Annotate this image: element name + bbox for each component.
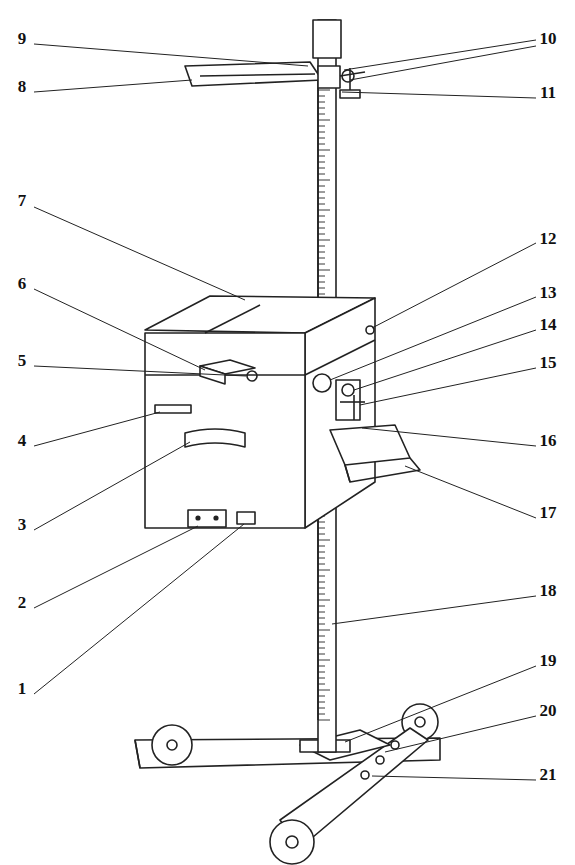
scale-tick: [318, 624, 325, 625]
scale-tick: [318, 666, 325, 667]
callout-number: 11: [540, 84, 556, 101]
scale-tick: [318, 600, 330, 601]
scale-tick: [318, 210, 330, 211]
scale-tick: [318, 684, 325, 685]
scale-tick: [318, 258, 325, 259]
scale-tick: [318, 132, 325, 133]
scale-tick: [318, 546, 325, 547]
callout-number: 19: [540, 652, 557, 669]
scale-tick: [318, 552, 325, 553]
callout-number: 8: [18, 78, 27, 95]
scale-tick: [318, 294, 325, 295]
scale-tick: [318, 708, 325, 709]
scale-tick: [318, 162, 325, 163]
scale-tick: [318, 528, 325, 529]
callout-number: 5: [18, 352, 27, 369]
callout-number: 15: [540, 354, 557, 371]
scale-tick: [318, 168, 325, 169]
scale-tick: [318, 204, 325, 205]
callout-number: 2: [18, 594, 27, 611]
scale-tick: [318, 144, 325, 145]
scale-tick: [318, 588, 325, 589]
scale-tick: [318, 678, 325, 679]
callout-number: 4: [18, 432, 27, 449]
scale-tick: [318, 252, 325, 253]
callout-number: 20: [540, 702, 557, 719]
light-box: [145, 296, 375, 528]
scale-tick: [318, 660, 330, 661]
scale-tick: [318, 96, 325, 97]
scale-tick: [318, 198, 325, 199]
scale-tick: [318, 630, 330, 631]
scale-tick: [318, 534, 325, 535]
scale-tick: [318, 714, 325, 715]
scale-tick: [318, 594, 325, 595]
scale-tick: [318, 618, 325, 619]
callout-number: 3: [18, 516, 27, 533]
scale-tick: [318, 264, 325, 265]
scale-tick: [318, 120, 330, 121]
scale-tick: [318, 126, 325, 127]
scale-tick: [318, 636, 325, 637]
scale-tick: [318, 612, 325, 613]
scale-tick: [318, 216, 325, 217]
scale-tick: [318, 570, 330, 571]
callout-number: 16: [540, 432, 557, 449]
leader-lines: [34, 40, 536, 780]
scale-tick: [318, 540, 330, 541]
scale-tick: [318, 696, 325, 697]
scale-tick: [318, 654, 325, 655]
scale-tick: [318, 582, 325, 583]
scale-tick: [318, 276, 325, 277]
scale-tick: [318, 648, 325, 649]
scale-tick: [318, 174, 325, 175]
callout-number: 6: [18, 275, 27, 292]
callout-number: 10: [540, 30, 557, 47]
scale-tick: [318, 606, 325, 607]
scale-tick: [318, 138, 325, 139]
callout-number: 18: [540, 582, 557, 599]
scale-tick: [318, 270, 330, 271]
callout-number: 17: [540, 504, 557, 521]
scale-tick: [318, 288, 325, 289]
scale-tick: [318, 564, 325, 565]
scale-tick: [318, 186, 325, 187]
scale-tick: [318, 180, 330, 181]
callout-number: 21: [540, 766, 557, 783]
scale-tick: [318, 558, 325, 559]
callout-number: 9: [18, 30, 27, 47]
scale-tick: [318, 102, 325, 103]
scale-tick: [318, 672, 325, 673]
scale-tick: [318, 240, 330, 241]
scale-tick: [318, 90, 330, 91]
scale-tick: [318, 228, 325, 229]
scale-tick: [318, 246, 325, 247]
mirror: [185, 62, 365, 98]
scale-tick: [318, 576, 325, 577]
scale-tick: [318, 702, 325, 703]
scale-tick: [318, 282, 325, 283]
scale-tick: [318, 642, 325, 643]
base-frame: [135, 704, 440, 864]
scale-tick: [318, 150, 330, 151]
scale-tick: [318, 522, 325, 523]
scale-tick: [318, 114, 325, 115]
scale-tick: [318, 234, 325, 235]
callout-number: 1: [18, 680, 27, 697]
scale-tick: [318, 222, 325, 223]
callout-number: 14: [540, 316, 557, 333]
scale-tick: [318, 720, 330, 721]
scale-tick: [318, 108, 325, 109]
scale-tick: [318, 192, 325, 193]
callout-number: 7: [18, 192, 27, 209]
callout-number: 13: [540, 284, 557, 301]
callout-number: 12: [540, 230, 557, 247]
scale-tick: [318, 690, 330, 691]
scale-tick: [318, 156, 325, 157]
